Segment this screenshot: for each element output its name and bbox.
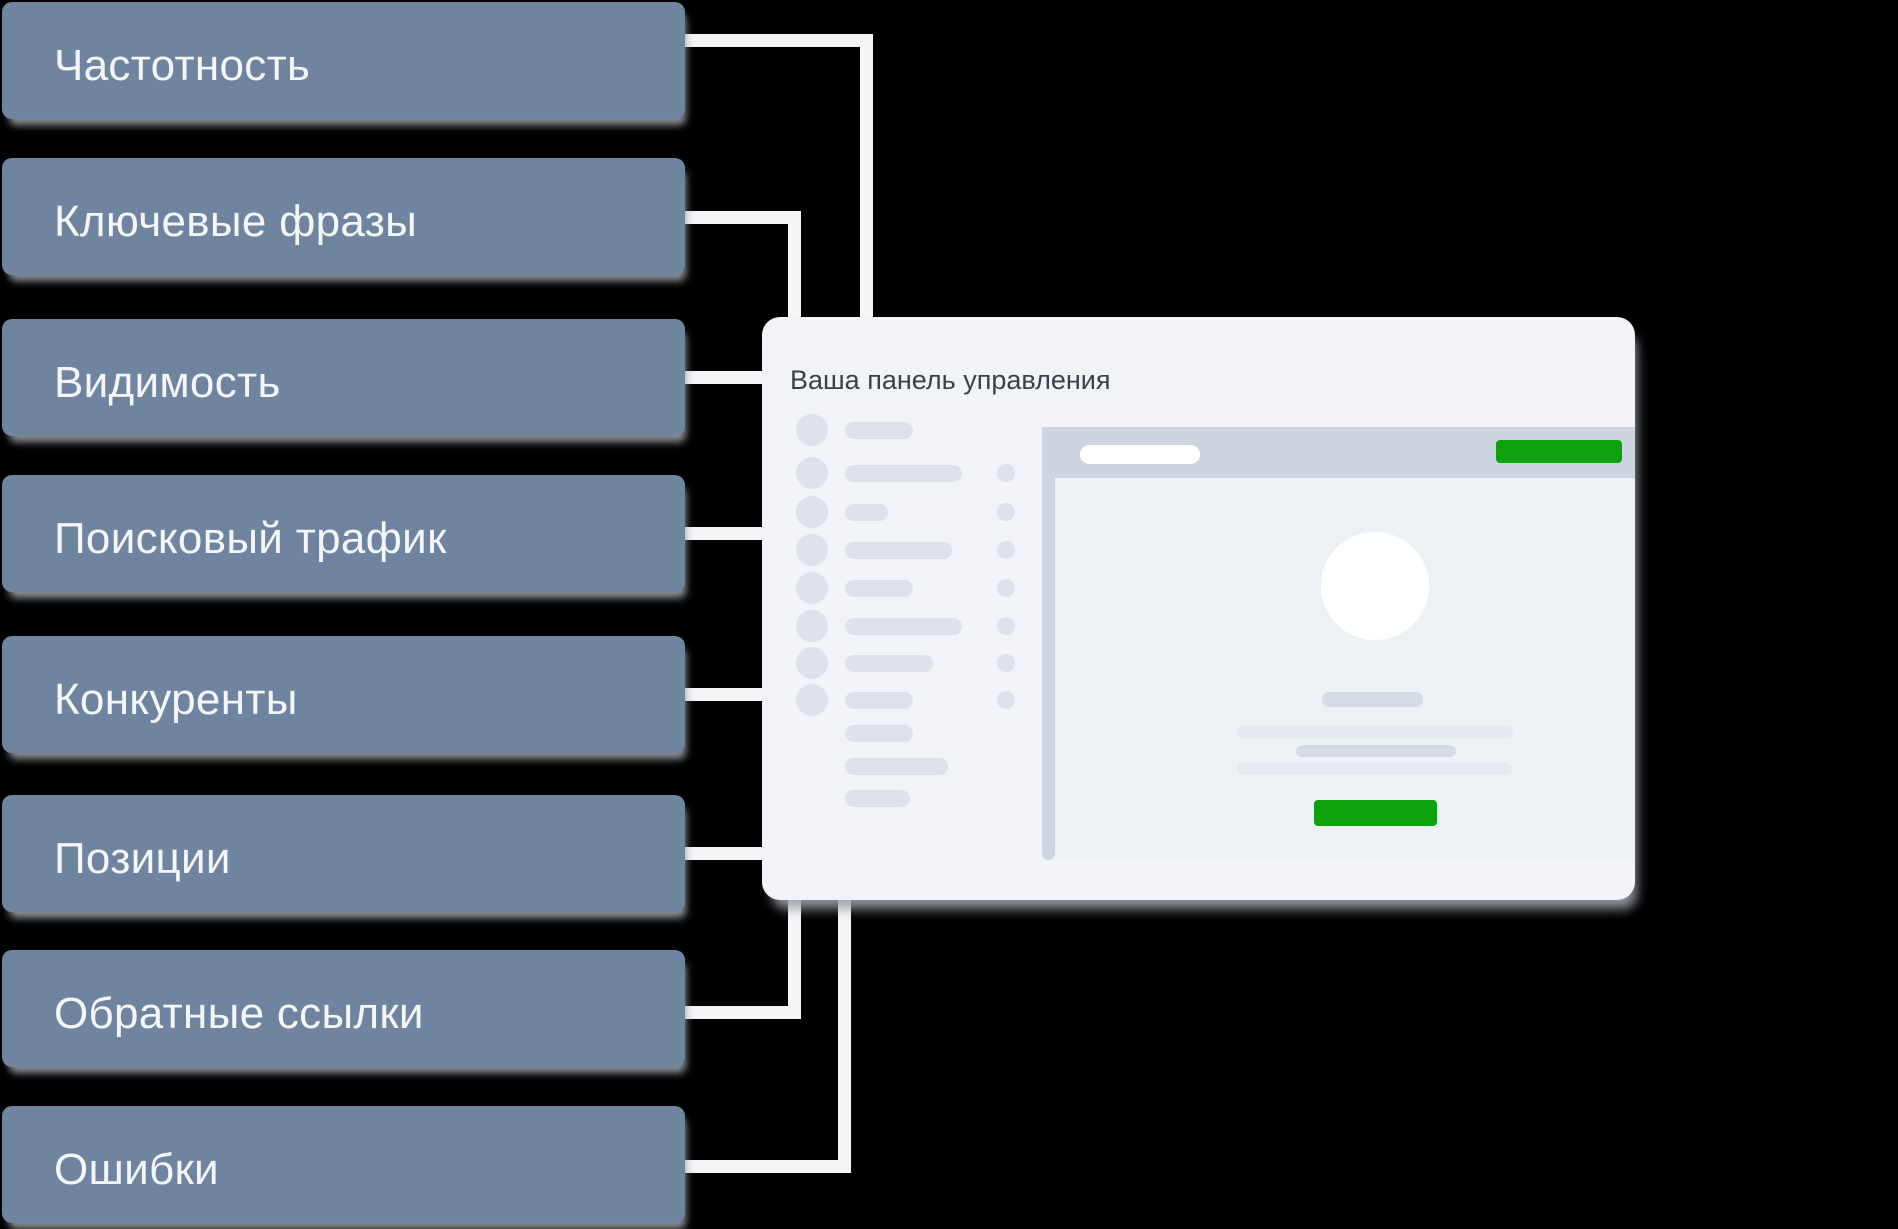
metric-box-label: Поисковый трафик	[54, 513, 447, 563]
metric-box-5: Конкуренты	[2, 636, 685, 753]
sidebar-avatar-circle	[796, 572, 828, 604]
sidebar-status-dot	[997, 617, 1015, 635]
metric-box-label: Конкуренты	[54, 674, 298, 724]
metric-box-7: Обратные ссылки	[2, 950, 685, 1067]
sidebar-status-dot	[997, 464, 1015, 482]
content-skeleton-bar	[1322, 692, 1423, 707]
sidebar-skeleton-bar	[845, 541, 952, 559]
sidebar-skeleton-bar	[845, 464, 962, 482]
connector-line	[788, 210, 801, 317]
metric-box-label: Ошибки	[54, 1144, 219, 1194]
sidebar-skeleton-bar	[845, 789, 910, 807]
connector-line	[685, 210, 801, 224]
connector-line	[788, 900, 801, 1019]
sidebar-skeleton-bar	[845, 503, 888, 521]
metric-box-label: Позиции	[54, 833, 231, 883]
metric-box-label: Частотность	[54, 40, 311, 90]
connector-line	[860, 33, 873, 317]
sidebar-status-dot	[997, 654, 1015, 672]
sidebar-skeleton-bar	[845, 654, 933, 672]
content-skeleton-bar	[1237, 763, 1512, 775]
sidebar-avatar-circle	[796, 414, 828, 446]
metric-box-6: Позиции	[2, 795, 685, 912]
metric-box-label: Ключевые фразы	[54, 196, 418, 246]
sidebar-skeleton-bar	[845, 579, 913, 597]
browser-search-pill[interactable]	[1080, 445, 1200, 464]
sidebar-status-dot	[997, 579, 1015, 597]
sidebar-avatar-circle	[796, 647, 828, 679]
connector-line	[685, 1005, 801, 1019]
sidebar-skeleton-bar	[845, 421, 913, 439]
metric-box-2: Ключевые фразы	[2, 158, 685, 275]
sidebar-skeleton-bar	[845, 617, 962, 635]
sidebar-status-dot	[997, 691, 1015, 709]
profile-circle	[1321, 532, 1429, 640]
sidebar-skeleton-bar	[845, 691, 913, 709]
sidebar-status-dot	[997, 541, 1015, 559]
metric-box-label: Видимость	[54, 357, 281, 407]
content-skeleton-bar	[1296, 745, 1456, 757]
sidebar-avatar-circle	[796, 610, 828, 642]
metric-box-3: Видимость	[2, 319, 685, 436]
connector-line	[685, 687, 763, 701]
sidebar-avatar-circle	[796, 684, 828, 716]
content-skeleton-bar	[1237, 726, 1513, 738]
connector-line	[838, 900, 851, 1173]
dashboard-panel: Ваша панель управления	[762, 317, 1635, 900]
sidebar-skeleton-bar	[845, 757, 948, 775]
sidebar-avatar-circle	[796, 496, 828, 528]
browser-cta-green-button[interactable]	[1314, 800, 1437, 826]
metric-box-1: Частотность	[2, 2, 685, 119]
sidebar-status-dot	[997, 503, 1015, 521]
panel-title: Ваша панель управления	[790, 365, 1111, 395]
browser-left-border	[1042, 478, 1055, 860]
connector-line	[685, 1159, 851, 1173]
connector-line	[685, 526, 763, 540]
connector-line	[685, 370, 763, 384]
sidebar-avatar-circle	[796, 534, 828, 566]
sidebar-skeleton-bar	[845, 724, 913, 742]
metric-box-4: Поисковый трафик	[2, 475, 685, 592]
connector-line	[685, 846, 763, 860]
metric-box-8: Ошибки	[2, 1106, 685, 1223]
browser-header-green-button[interactable]	[1496, 440, 1622, 463]
metric-box-label: Обратные ссылки	[54, 988, 424, 1038]
connector-line	[685, 33, 873, 47]
sidebar-avatar-circle	[796, 457, 828, 489]
